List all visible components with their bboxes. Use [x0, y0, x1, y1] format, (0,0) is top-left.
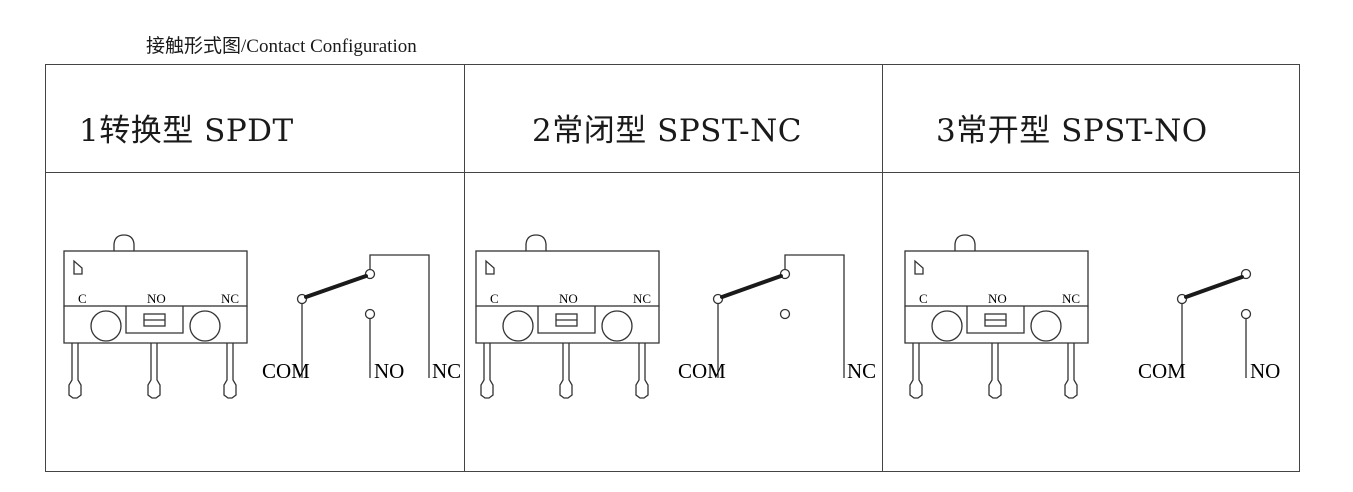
switch-label-no: NO — [988, 291, 1007, 306]
switch-label-no: NO — [559, 291, 578, 306]
column-divider-1 — [464, 65, 465, 471]
nc-contact-unused — [1240, 268, 1252, 280]
panel-title-spst-no: 3常开型 SPST-NO — [936, 113, 1208, 149]
page-title: 接触形式图/Contact Configuration — [146, 36, 417, 57]
terminal-no: NO — [1250, 359, 1280, 383]
panel-title-spst-nc: 2常闭型 SPST-NC — [532, 113, 802, 149]
switch-label-c: C — [490, 291, 499, 306]
switch-arm — [1184, 275, 1244, 299]
terminal-nc: NC — [432, 359, 461, 383]
switch-arm — [304, 274, 368, 299]
microswitch-spdt — [63, 234, 248, 399]
switch-label-nc: NC — [1062, 291, 1080, 306]
switch-label-nc: NC — [633, 291, 651, 306]
switch-label-nc: NC — [221, 291, 239, 306]
panel-spst-nc: C NO NC COM NC — [475, 234, 876, 399]
terminal-com: COM — [262, 359, 310, 383]
terminal-nc: NC — [847, 359, 876, 383]
terminal-no: NO — [374, 359, 404, 383]
switch-label-no: NO — [147, 291, 166, 306]
microswitch-spst-no — [904, 234, 1089, 399]
header-divider — [46, 172, 1299, 173]
terminal-com: COM — [678, 359, 726, 383]
com-contact — [296, 293, 308, 305]
panel-spdt: C NO NC COM NO NC — [63, 234, 461, 399]
no-contact — [364, 308, 376, 320]
terminal-com: COM — [1138, 359, 1186, 383]
microswitch-spst-nc — [475, 234, 660, 399]
nc-contact — [364, 268, 376, 280]
nc-contact — [779, 268, 791, 280]
panel-title-spdt: 1转换型 SPDT — [79, 113, 294, 149]
configuration-table: 1转换型 SPDT 2常闭型 SPST-NC 3常开型 SPST-NO — [45, 64, 1300, 472]
switch-label-c: C — [78, 291, 87, 306]
com-contact — [1176, 293, 1188, 305]
com-contact — [712, 293, 724, 305]
switch-label-c: C — [919, 291, 928, 306]
switch-arm — [720, 274, 783, 299]
no-contact — [1240, 308, 1252, 320]
column-divider-2 — [882, 65, 883, 471]
panel-spst-no: C NO NC COM NO — [904, 234, 1280, 399]
no-contact-unused — [779, 308, 791, 320]
